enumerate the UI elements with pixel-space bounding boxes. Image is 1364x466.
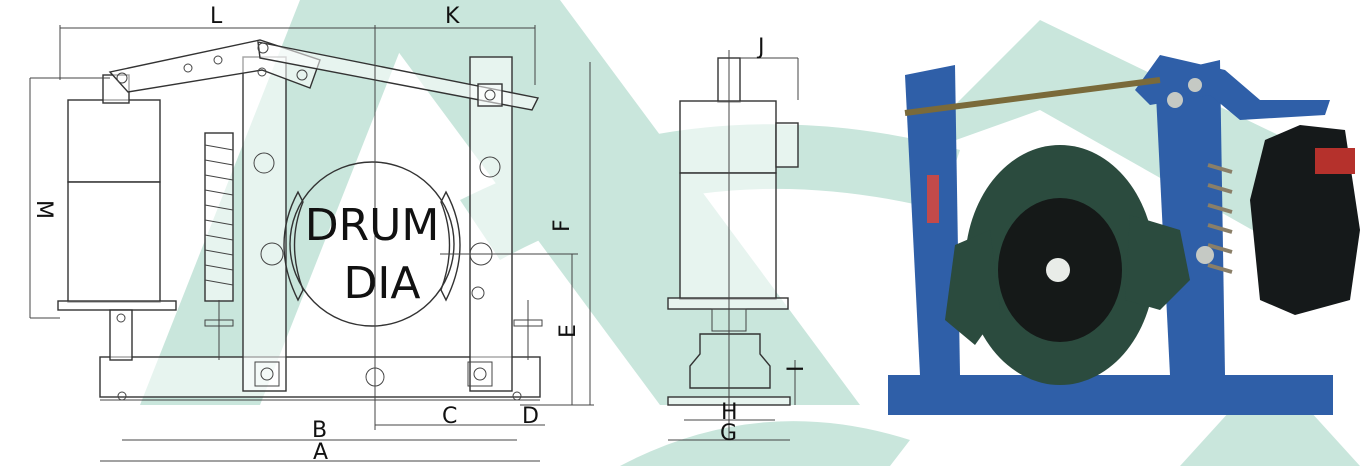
side-view bbox=[667, 50, 799, 440]
dim-label-F: F bbox=[550, 219, 575, 232]
dimension-lines bbox=[29, 27, 799, 462]
front-view bbox=[57, 25, 578, 430]
dim-label-L: L bbox=[210, 4, 223, 29]
drum-label-line2: DIA bbox=[344, 258, 421, 309]
dim-label-A: A bbox=[313, 440, 328, 465]
dim-label-G: G bbox=[720, 421, 737, 446]
dim-label-I: I bbox=[784, 366, 809, 373]
dim-label-H: H bbox=[721, 400, 738, 425]
product-photo bbox=[888, 55, 1360, 415]
dim-label-J: J bbox=[756, 35, 765, 60]
drum-label-line1: DRUM bbox=[305, 200, 440, 251]
dim-label-M: M bbox=[31, 200, 56, 219]
dim-label-B: B bbox=[312, 418, 327, 443]
dim-label-C: C bbox=[442, 404, 457, 429]
dim-label-K: K bbox=[445, 4, 460, 29]
dim-label-D: D bbox=[522, 404, 539, 429]
dim-label-E: E bbox=[556, 324, 581, 338]
